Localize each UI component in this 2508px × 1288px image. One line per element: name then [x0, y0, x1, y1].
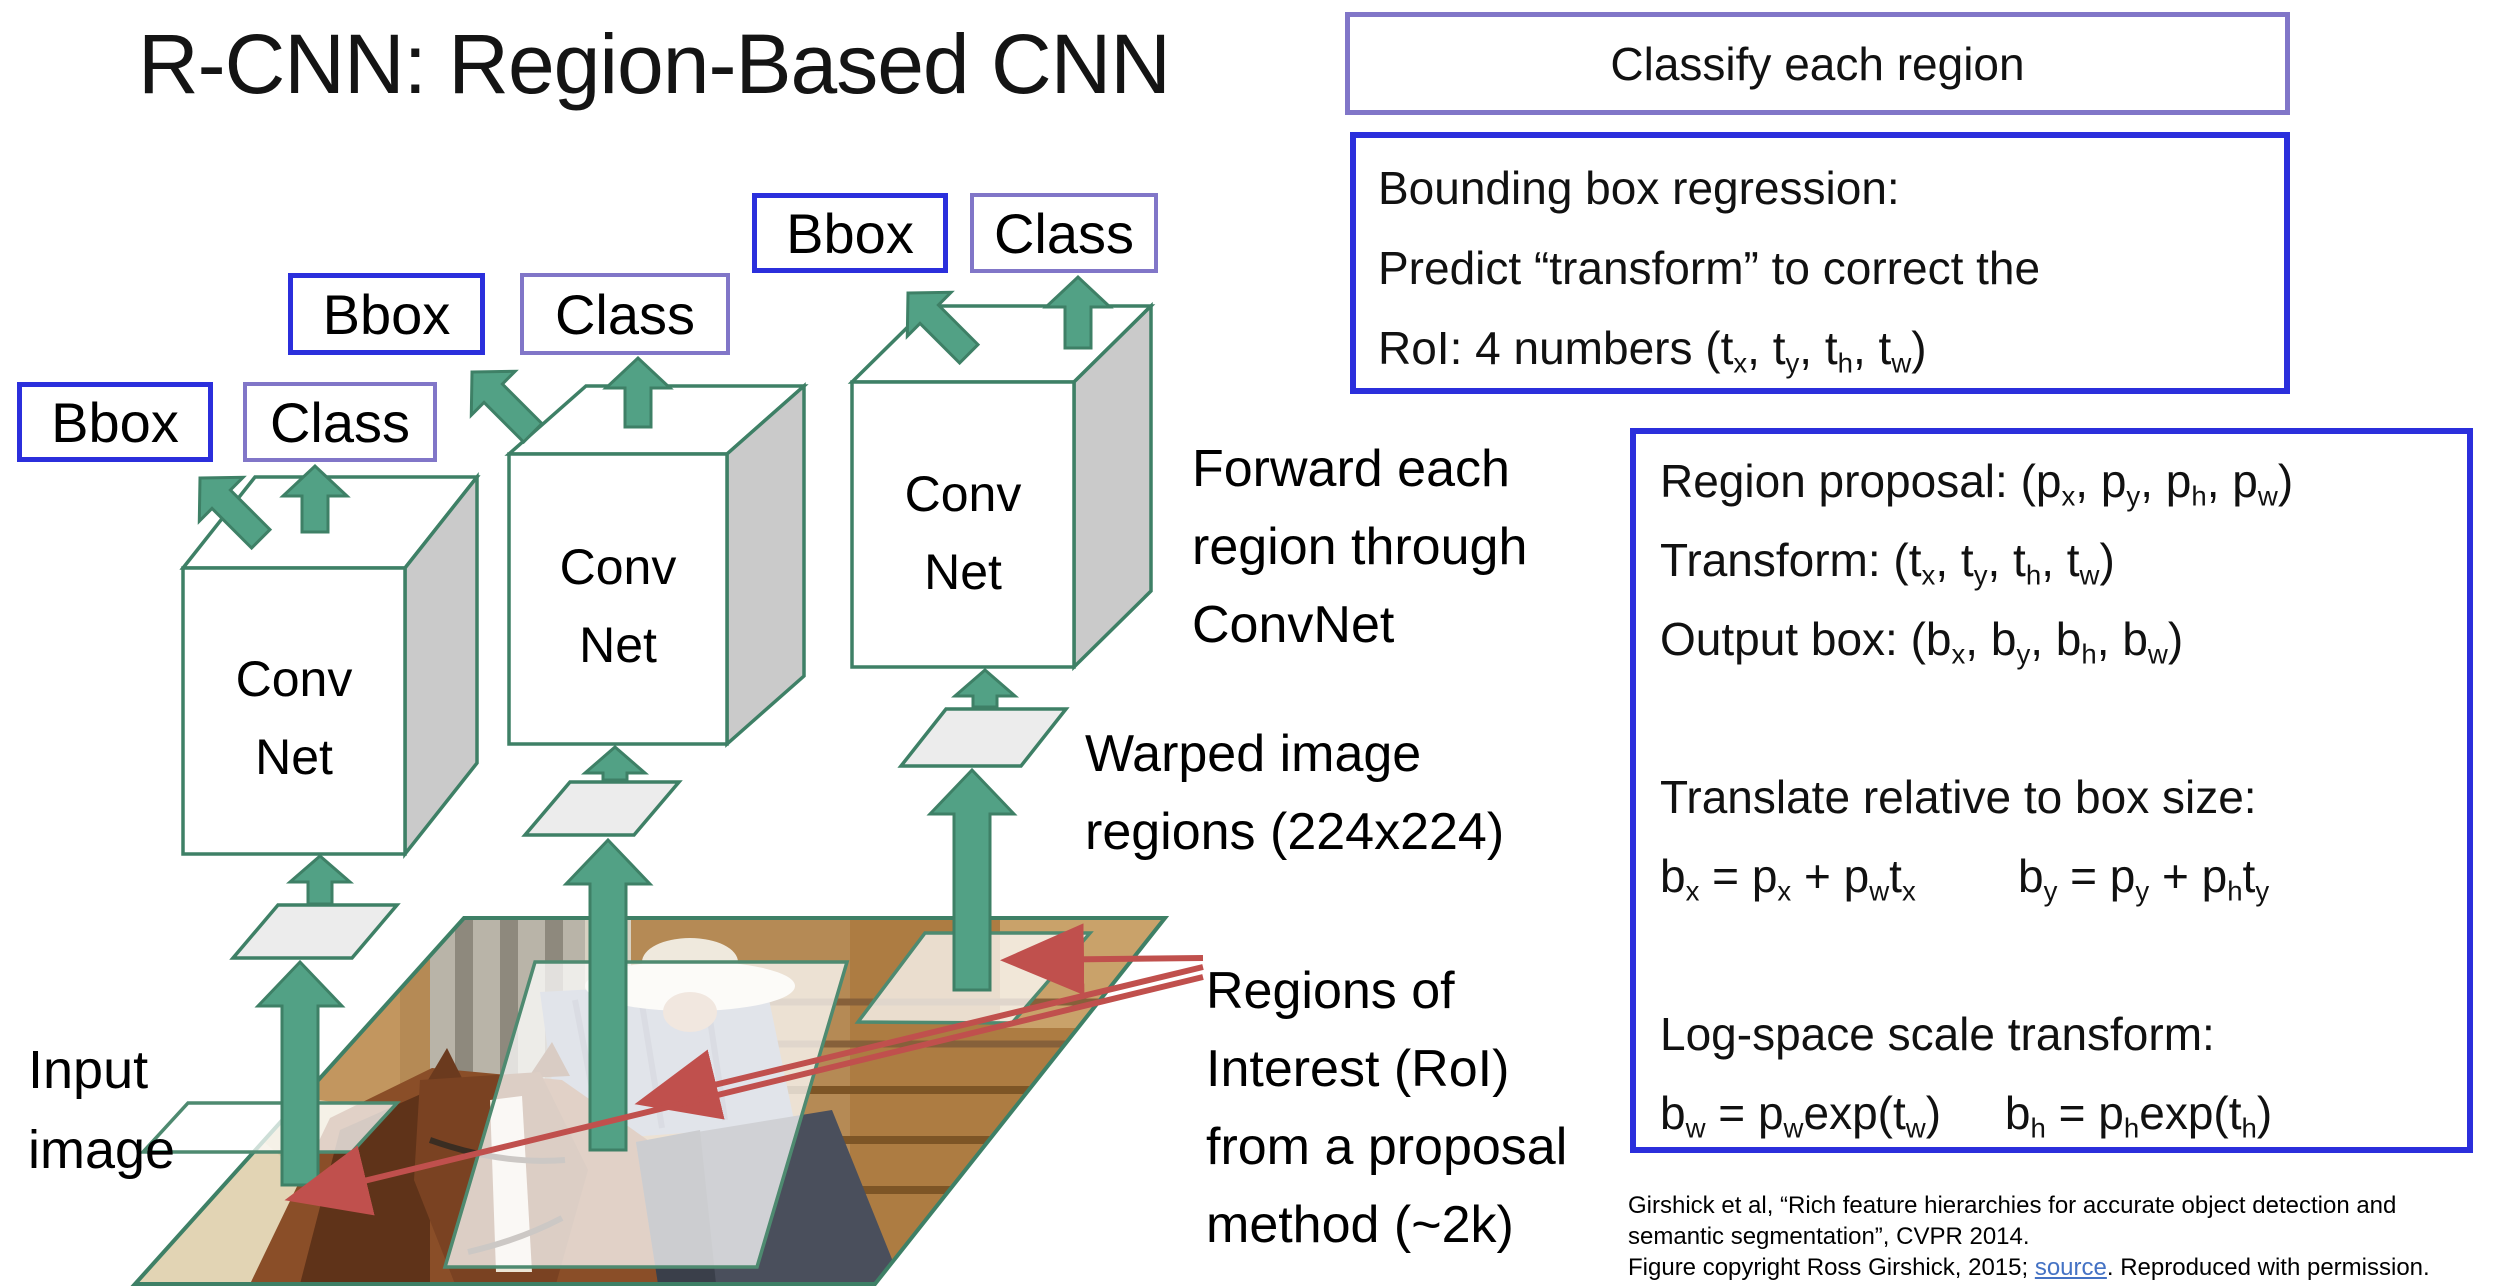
citation-line-1: Girshick et al, “Rich feature hierarchie… — [1628, 1192, 2397, 1219]
formula-spacer-1 — [1660, 679, 2467, 758]
arrow-warp-to-conv-2 — [580, 745, 650, 782]
classify-each-region-box: Classify each region — [1345, 12, 2290, 115]
bbox-output-1: Bbox — [17, 382, 213, 462]
regression-line-2: Predict “transform” to correct the — [1378, 242, 2041, 294]
formula-spacer-2 — [1660, 916, 2467, 995]
source-link[interactable]: source — [2034, 1254, 2107, 1281]
arrow-conv-to-class-3 — [1042, 274, 1114, 350]
formula-region-proposal: Region proposal: (px, py, ph, pw) — [1660, 455, 2294, 512]
input-image-label: Input image — [28, 1040, 176, 1180]
class-output-1: Class — [243, 382, 437, 462]
warped-region-3 — [897, 707, 1070, 768]
citation-line-3-suffix: . Reproduced with permission. — [2106, 1254, 2430, 1281]
arrow-conv-to-class-2 — [602, 355, 674, 429]
citation-line-3-prefix: Figure copyright Ross Girshick, 2015; — [1628, 1254, 2035, 1281]
slide-title: R-CNN: Region-Based CNN — [138, 17, 1171, 111]
citation-line-3: Figure copyright Ross Girshick, 2015; so… — [1628, 1252, 2504, 1283]
formula-translate-eq: bx = px + pwtx by = py + phty — [1660, 850, 2270, 907]
arrow-warp-to-conv-3 — [950, 668, 1020, 709]
formula-output-box: Output box: (bx, by, bh, bw) — [1660, 613, 2184, 670]
classify-each-region-text: Classify each region — [1610, 37, 2025, 90]
convnet-label-1: Conv Net — [235, 651, 353, 785]
arrow-conv-to-bbox-1 — [197, 475, 273, 551]
class-output-2: Class — [520, 273, 730, 355]
convnet-label-3: Conv Net — [904, 466, 1022, 600]
arrow-photo-to-warp-2 — [562, 837, 654, 1152]
formula-translate-title: Translate relative to box size: — [1660, 771, 2257, 823]
bbox-regression-box: Bounding box regression: Predict “transf… — [1350, 132, 2290, 394]
bbox-output-3: Bbox — [752, 193, 948, 273]
arrow-conv-to-bbox-3 — [905, 290, 981, 366]
convnet-box-1 — [179, 471, 481, 860]
arrow-photo-to-warp-3 — [926, 767, 1018, 992]
formula-log-eq: bw = pwexp(tw) bh = phexp(th) — [1660, 1087, 2273, 1144]
regions-of-interest-label: Regions of Interest (RoI) from a proposa… — [1206, 962, 1568, 1254]
convnet-box-2 — [504, 382, 809, 748]
regression-line-3: RoI: 4 numbers (tx, ty, th, tw) — [1378, 322, 1927, 379]
bbox-output-2: Bbox — [288, 273, 485, 355]
roi-strip-left — [139, 1101, 401, 1154]
roi-pointer-arrow-1 — [1000, 923, 1204, 996]
convnet-label-2: Conv Net — [559, 539, 677, 673]
formula-transform: Transform: (tx, ty, th, tw) — [1660, 534, 2115, 591]
roi-pointer-arrow-3 — [284, 974, 1204, 1216]
class-output-3: Class — [970, 193, 1158, 273]
roi-pointer-arrow-2 — [634, 964, 1204, 1120]
citation: Girshick et al, “Rich feature hierarchie… — [1628, 1190, 2504, 1283]
arrow-warp-to-conv-1 — [285, 854, 355, 906]
arrow-conv-to-class-1 — [279, 463, 351, 534]
warped-region-2 — [521, 780, 683, 837]
forward-each-region-label: Forward each region through ConvNet — [1192, 440, 1528, 654]
formula-log-title: Log-space scale transform: — [1660, 1008, 2215, 1060]
arrow-conv-to-bbox-2 — [469, 369, 545, 445]
regression-line-1: Bounding box regression: — [1378, 162, 1900, 214]
warped-regions-label: Warped image regions (224x224) — [1085, 725, 1505, 861]
citation-line-2: semantic segmentation”, CVPR 2014. — [1628, 1223, 2030, 1250]
warped-region-1 — [229, 903, 401, 960]
transform-formula-box: Region proposal: (px, py, ph, pw) Transf… — [1630, 428, 2473, 1153]
